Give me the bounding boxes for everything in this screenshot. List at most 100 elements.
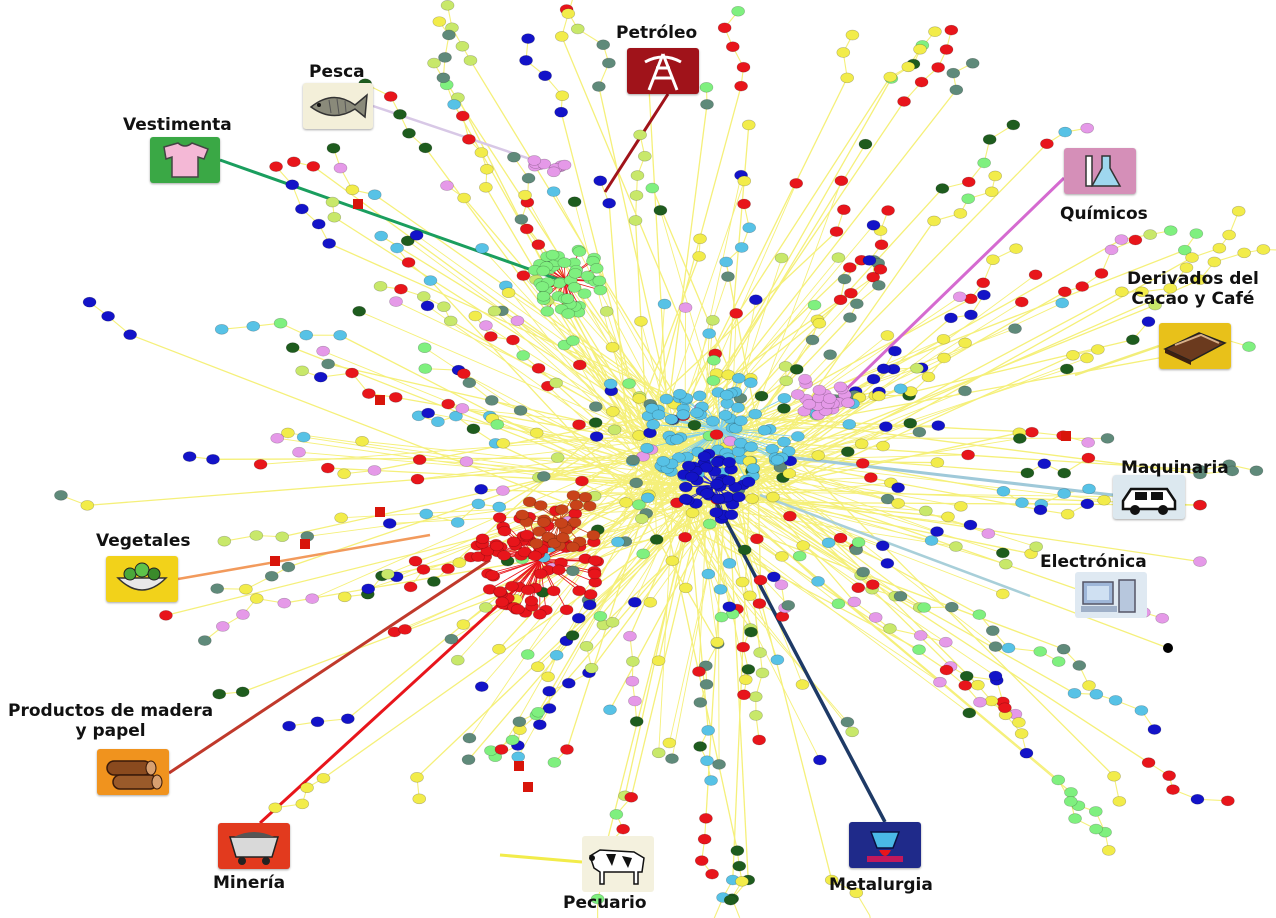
network-node — [782, 468, 797, 479]
network-node — [742, 222, 757, 234]
network-node — [1104, 244, 1119, 256]
label-electronica: Electrónica — [1040, 552, 1147, 572]
network-node — [603, 704, 617, 716]
network-node — [546, 585, 561, 597]
network-node — [282, 720, 296, 732]
network-node — [531, 239, 546, 250]
pesca-icon — [303, 83, 373, 129]
network-node — [651, 655, 666, 667]
network-node — [678, 582, 693, 594]
network-node — [699, 813, 713, 824]
network-square-node — [353, 199, 363, 209]
network-node — [629, 477, 643, 489]
network-node — [891, 482, 905, 493]
network-edge — [538, 367, 688, 503]
network-edge — [635, 256, 700, 422]
network-node — [493, 586, 507, 597]
network-node — [484, 395, 499, 406]
network-node — [507, 151, 521, 163]
network-edge — [303, 436, 708, 499]
network-node — [549, 377, 563, 389]
network-node — [746, 463, 761, 474]
network-node — [269, 161, 283, 172]
network-node — [917, 602, 931, 613]
network-node — [996, 588, 1010, 600]
network-node — [299, 329, 314, 341]
network-node — [552, 564, 566, 576]
network-node — [513, 405, 528, 416]
network-node — [732, 860, 747, 872]
network-node — [412, 454, 427, 465]
network-node — [1094, 268, 1109, 279]
network-node — [949, 541, 963, 552]
network-node — [734, 80, 748, 92]
network-node — [361, 583, 376, 595]
network-node — [531, 661, 545, 672]
network-edge — [653, 424, 721, 431]
network-node — [837, 273, 852, 285]
network-node — [670, 434, 684, 445]
network-node — [789, 364, 804, 375]
network-node — [912, 426, 927, 438]
network-node — [868, 612, 883, 623]
network-node — [410, 473, 425, 485]
network-node — [560, 293, 575, 304]
network-node — [517, 546, 532, 558]
network-node — [542, 703, 557, 714]
network-node — [519, 55, 533, 66]
network-node — [421, 407, 435, 419]
network-node — [367, 465, 382, 476]
network-node — [1014, 728, 1029, 739]
network-node — [1067, 688, 1082, 699]
network-node — [1020, 467, 1035, 479]
network-node — [367, 189, 382, 201]
label-pecuario: Pecuario — [563, 893, 647, 913]
network-node — [462, 732, 477, 744]
network-edge — [466, 437, 678, 463]
network-node — [757, 424, 772, 436]
network-node — [622, 378, 636, 389]
network-node — [996, 547, 1010, 559]
petroleo-icon — [627, 48, 699, 94]
network-node — [1212, 242, 1227, 254]
network-node — [866, 373, 881, 385]
network-node — [541, 671, 555, 683]
network-edge — [498, 431, 627, 508]
network-node — [965, 57, 980, 69]
network-node — [557, 159, 572, 171]
network-node — [1115, 286, 1129, 298]
network-node — [510, 315, 525, 327]
network-node — [959, 670, 974, 682]
shirt-icon — [163, 142, 209, 178]
network-node — [702, 328, 716, 339]
network-node — [1091, 344, 1105, 355]
network-node — [1058, 286, 1072, 298]
network-node — [961, 449, 975, 461]
network-node — [949, 84, 964, 96]
network-node — [946, 67, 961, 79]
network-node — [735, 876, 749, 887]
network-node — [722, 558, 737, 569]
network-node — [480, 163, 494, 175]
network-node — [706, 315, 720, 326]
network-node — [871, 390, 886, 402]
network-node — [880, 558, 895, 569]
label-cacao-line1: Derivados del — [1127, 269, 1259, 289]
network-node — [777, 436, 791, 448]
network-node — [629, 190, 644, 201]
network-node — [550, 452, 565, 463]
network-node — [767, 571, 781, 583]
network-node — [1012, 717, 1026, 728]
network-square-node — [1061, 431, 1071, 441]
network-node — [589, 431, 604, 442]
network-node — [584, 662, 599, 674]
network-node — [54, 490, 68, 501]
network-node — [565, 630, 580, 641]
network-node — [566, 335, 580, 346]
network-node — [528, 550, 543, 562]
network-node — [487, 305, 502, 317]
network-node — [971, 679, 985, 691]
network-node — [866, 271, 880, 283]
network-node — [305, 593, 319, 604]
network-node — [981, 528, 996, 539]
